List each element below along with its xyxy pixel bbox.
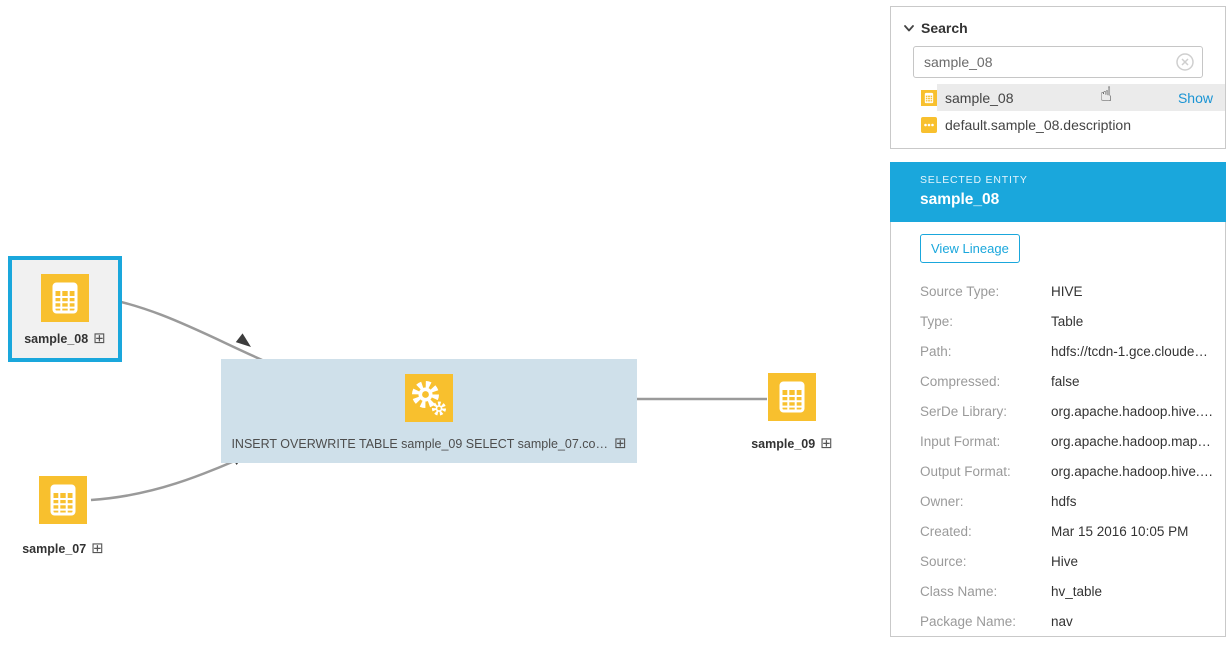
detail-row: Path:hdfs://tcdn-1.gce.cloude… [920,343,1208,359]
entity-header: SELECTED ENTITY sample_08 [890,162,1226,222]
search-panel: Search sample_08 Show default.sample_08.… [890,6,1226,149]
node-sample-08[interactable]: sample_08 ⊞ [8,256,122,362]
table-icon [768,373,816,421]
operation-gears-icon [405,374,453,422]
node-label: sample_08 [24,331,89,346]
search-result-row-sample-08[interactable]: sample_08 Show [891,84,1225,111]
detail-row: Package Name:nav [920,613,1073,629]
detail-row: Created:Mar 15 2016 10:05 PM [920,523,1189,539]
detail-row: Owner:hdfs [920,493,1077,509]
node-operation[interactable]: INSERT OVERWRITE TABLE sample_09 SELECT … [221,359,637,463]
detail-row: Class Name:hv_table [920,583,1103,599]
search-panel-title: Search [921,20,968,36]
detail-row: Source Type:HIVE [920,283,1083,299]
expand-icon[interactable]: ⊞ [91,539,104,557]
expand-icon[interactable]: ⊞ [613,434,627,452]
search-result-label: default.sample_08.description [945,116,1132,133]
search-result-row-description[interactable]: default.sample_08.description [891,111,1225,138]
table-icon [39,476,87,524]
clear-search-icon[interactable] [1176,53,1194,71]
search-input[interactable] [913,46,1203,78]
operation-label: INSERT OVERWRITE TABLE sample_09 SELECT … [231,436,608,451]
entity-name: sample_08 [920,191,1000,208]
detail-row: Input Format:org.apache.hadoop.map… [920,433,1211,449]
selected-entity-panel: SELECTED ENTITY sample_08 View Lineage S… [890,162,1226,637]
entity-kicker: SELECTED ENTITY [920,174,1028,186]
view-lineage-button[interactable]: View Lineage [920,234,1020,263]
description-dots-icon [921,117,937,133]
table-icon [921,90,937,106]
node-sample-09[interactable]: sample_09 ⊞ [742,373,842,451]
node-sample-07[interactable]: sample_07 ⊞ [13,476,113,556]
node-label: sample_07 [22,541,87,556]
search-results: sample_08 Show default.sample_08.descrip… [891,84,1225,138]
detail-row: Type:Table [920,313,1084,329]
detail-row: SerDe Library:org.apache.hadoop.hive.… [920,403,1213,419]
table-icon [41,274,89,322]
chevron-down-icon[interactable] [904,24,914,32]
node-label: sample_09 [751,436,816,451]
show-link[interactable]: Show [1177,89,1213,106]
detail-row: Output Format:org.apache.hadoop.hive.… [920,463,1213,479]
search-result-label: sample_08 [945,89,1014,106]
expand-icon[interactable]: ⊞ [93,329,106,347]
arrowhead-icon [235,333,251,347]
entity-details: Source Type:HIVE Type:Table Path:hdfs://… [920,276,1213,636]
detail-row: Compressed:false [920,373,1080,389]
expand-icon[interactable]: ⊞ [820,434,833,452]
detail-row: Source:Hive [920,553,1079,569]
lineage-edges [90,294,767,502]
